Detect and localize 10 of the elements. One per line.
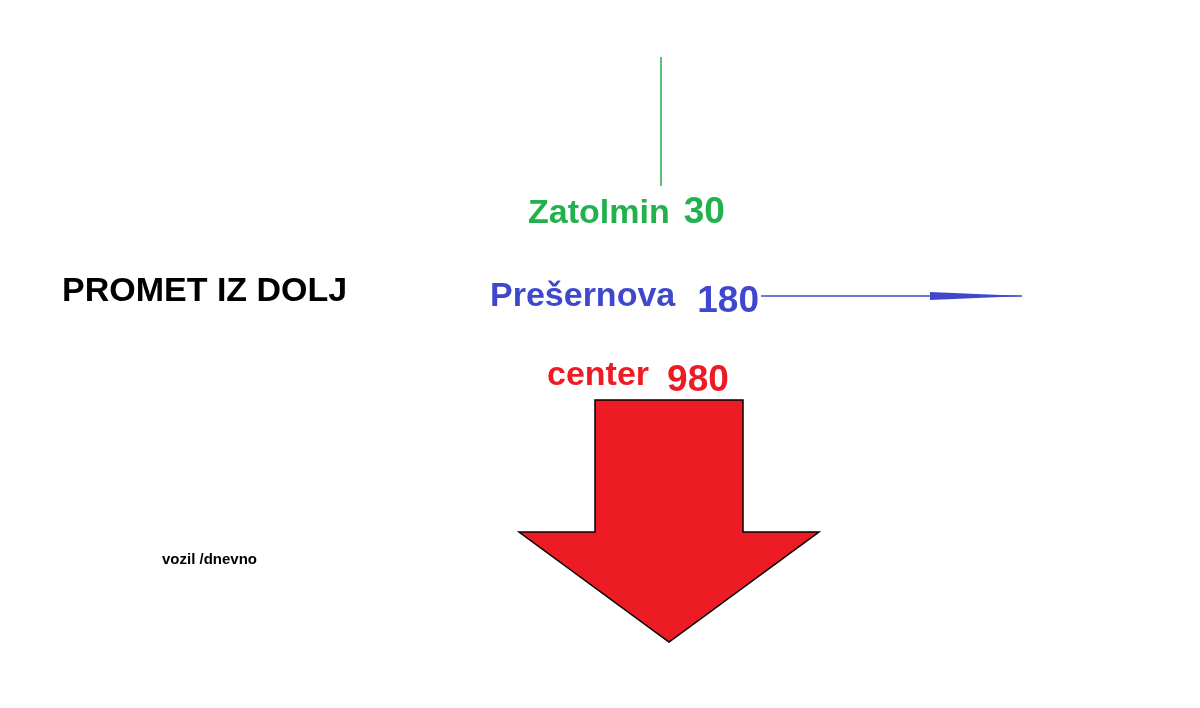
arrow	[760, 292, 1023, 300]
street-name: Zatolmin	[528, 192, 670, 231]
traffic-count: 30	[683, 190, 725, 232]
traffic-count: 180	[697, 279, 759, 321]
traffic-count: 980	[667, 358, 729, 400]
diagram-title: PROMET IZ DOLJ	[62, 270, 348, 309]
unit-note: vozil /dnevno	[162, 550, 257, 567]
arrow	[516, 399, 822, 643]
street-name: Prešernova	[490, 275, 676, 314]
street-name: center	[547, 354, 650, 393]
